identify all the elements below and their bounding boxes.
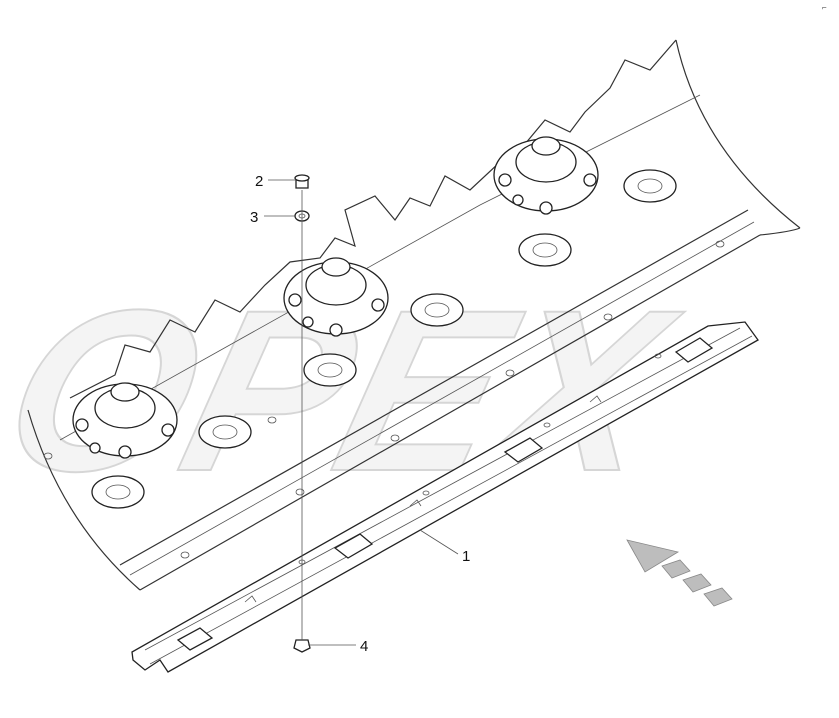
callout-2: 2: [255, 173, 263, 190]
part-2-bolt: [294, 174, 310, 189]
rotor-hub-right: [493, 136, 599, 215]
cutter-bar-housing: [27, 39, 801, 591]
rotor-hub-middle: [283, 257, 389, 337]
travel-direction-arrow-icon: [626, 539, 733, 607]
rotor-hub-left: [72, 382, 178, 459]
corner-mark: ⌐: [822, 3, 827, 12]
callout-4: 4: [360, 638, 368, 655]
callout-1: 1: [462, 548, 470, 565]
part-1-wear-strip: [131, 321, 759, 673]
bar-holes: [43, 240, 725, 559]
callout-labels: 1 2 3 4: [250, 173, 470, 655]
disc-mounts: [91, 169, 677, 509]
leader-lines: [264, 179, 459, 646]
part-4-nut: [293, 639, 311, 653]
callout-3: 3: [250, 209, 258, 226]
